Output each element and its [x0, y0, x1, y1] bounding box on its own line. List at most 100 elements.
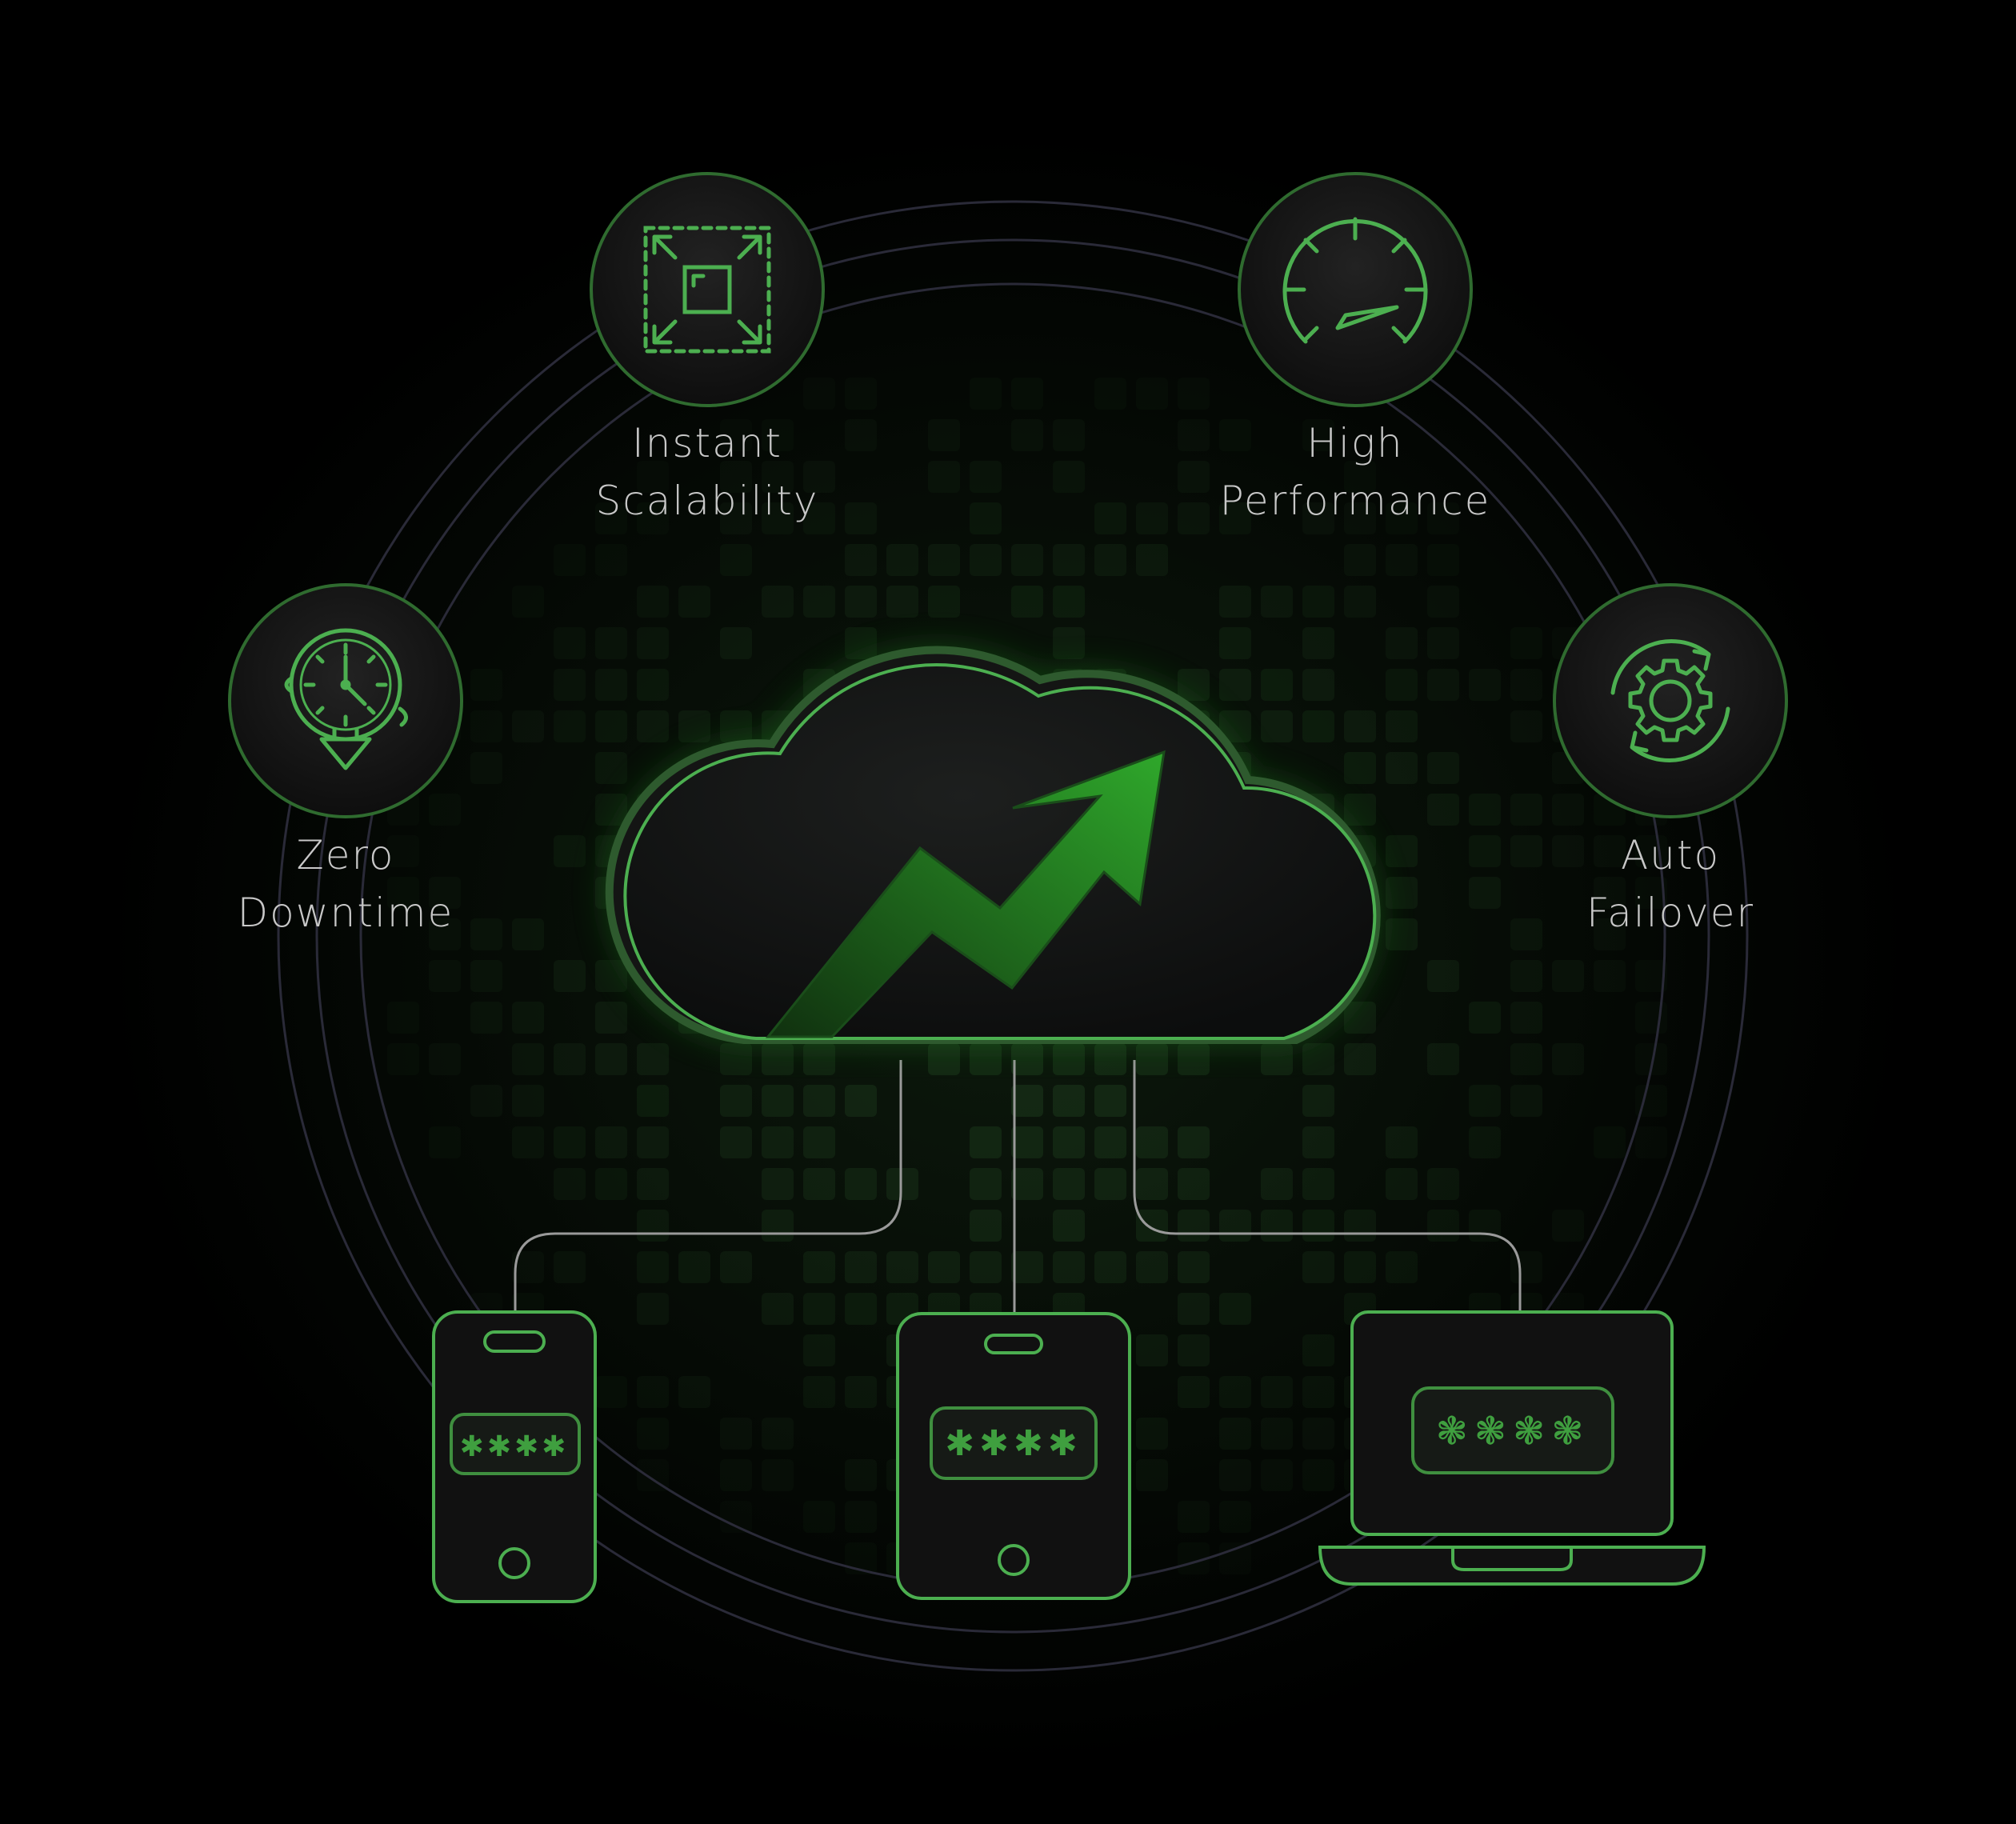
pixel-square — [1344, 710, 1376, 742]
feature-high-performance — [1238, 172, 1473, 407]
pixel-square — [1344, 502, 1376, 534]
pixel-square — [1386, 710, 1418, 742]
pixel-square — [1510, 918, 1542, 950]
pixel-square — [1302, 1459, 1334, 1491]
pixel-square — [762, 419, 794, 451]
pixel-square — [595, 1376, 627, 1408]
pixel-square — [1219, 710, 1251, 742]
pixel-square — [1427, 544, 1459, 576]
pixel-square — [1261, 710, 1293, 742]
pixel-square — [595, 1126, 627, 1158]
pixel-square — [1427, 1168, 1459, 1200]
pixel-square — [803, 1043, 835, 1075]
pixel-square — [1094, 1085, 1126, 1117]
pixel-square — [429, 794, 461, 826]
pixel-square — [1178, 419, 1210, 451]
pixel-square — [1178, 502, 1210, 534]
pixel-square — [1178, 1334, 1210, 1366]
pixel-square — [1510, 835, 1542, 867]
pixel-square — [512, 1126, 544, 1158]
pixel-square — [803, 502, 835, 534]
pixel-square — [1011, 419, 1043, 451]
pixel-square — [720, 1126, 752, 1158]
pixel-square — [845, 627, 877, 659]
pixel-square — [1219, 502, 1251, 534]
pixel-square — [803, 1334, 835, 1366]
pixel-square — [1302, 1043, 1334, 1075]
pixel-square — [1053, 1126, 1085, 1158]
pixel-square — [1011, 1168, 1043, 1200]
pixel-square — [803, 1251, 835, 1283]
pixel-square — [1261, 1210, 1293, 1242]
pixel-square — [762, 1459, 794, 1491]
label-line-2: Downtime — [237, 890, 454, 936]
pixel-square — [928, 461, 960, 493]
pixel-square — [1136, 502, 1168, 534]
pixel-square — [1510, 1085, 1542, 1117]
pixel-square — [1219, 586, 1251, 618]
pixel-square — [1219, 1293, 1251, 1325]
pixel-square — [1219, 1376, 1251, 1408]
pixel-square — [595, 752, 627, 784]
pixel-square — [1178, 1293, 1210, 1325]
pixel-square — [803, 1376, 835, 1408]
pixel-square — [1011, 1126, 1043, 1158]
pixel-square — [470, 669, 502, 701]
pixel-square — [470, 752, 502, 784]
pixel-square — [1178, 1043, 1210, 1075]
pixel-square — [762, 461, 794, 493]
pixel-square — [1635, 1002, 1667, 1034]
tablet-pin-field — [930, 1406, 1098, 1480]
pixel-square — [1302, 1251, 1334, 1283]
pixel-square — [1219, 1501, 1251, 1533]
pixel-square — [803, 378, 835, 410]
pixel-square — [595, 710, 627, 742]
pixel-square — [1594, 1126, 1626, 1158]
cloud-growth-icon — [605, 646, 1381, 1044]
pixel-square — [554, 710, 586, 742]
tablet-pin-text: ✱✱✱✱ — [945, 1423, 1082, 1464]
pixel-square — [1344, 1210, 1376, 1242]
label-line-1: Instant — [631, 420, 783, 466]
pixel-square — [1302, 1418, 1334, 1450]
pixel-square — [1344, 461, 1376, 493]
pixel-square — [512, 1085, 544, 1117]
pixel-square — [595, 669, 627, 701]
laptop-pin-field — [1411, 1386, 1614, 1474]
pixel-square — [637, 669, 669, 701]
pixel-square — [1094, 544, 1126, 576]
pixel-square — [554, 1043, 586, 1075]
pixel-square — [1427, 1043, 1459, 1075]
pixel-square — [970, 1168, 1002, 1200]
pixel-square — [1136, 1334, 1168, 1366]
pixel-square — [803, 1126, 835, 1158]
pixel-square — [803, 461, 835, 493]
pixel-square — [1510, 1043, 1542, 1075]
pixel-square — [1178, 1376, 1210, 1408]
pixel-square — [720, 544, 752, 576]
feature-zero-downtime — [228, 583, 463, 818]
pixel-square — [970, 1210, 1002, 1242]
pixel-square — [845, 502, 877, 534]
pixel-square — [1386, 502, 1418, 534]
pixel-square — [470, 1085, 502, 1117]
pixel-square — [1178, 378, 1210, 410]
pixel-square — [1178, 1126, 1210, 1158]
pixel-square — [720, 419, 752, 451]
pixel-square — [637, 1168, 669, 1200]
gear-sync-icon — [1610, 638, 1730, 763]
pixel-square — [470, 710, 502, 742]
pixel-square — [637, 1293, 669, 1325]
pixel-square — [1635, 1126, 1667, 1158]
pixel-square — [720, 1085, 752, 1117]
pixel-square — [1302, 1210, 1334, 1242]
pixel-square — [1053, 1251, 1085, 1283]
pixel-square — [1594, 877, 1626, 909]
pixel-square — [762, 1293, 794, 1325]
pixel-square — [1510, 960, 1542, 992]
pixel-square — [1635, 1043, 1667, 1075]
pixel-square — [1136, 1126, 1168, 1158]
pixel-square — [1011, 1085, 1043, 1117]
pixel-square — [1178, 1251, 1210, 1283]
laptop-pin-text: ❃❃❃❃ — [1436, 1409, 1590, 1454]
